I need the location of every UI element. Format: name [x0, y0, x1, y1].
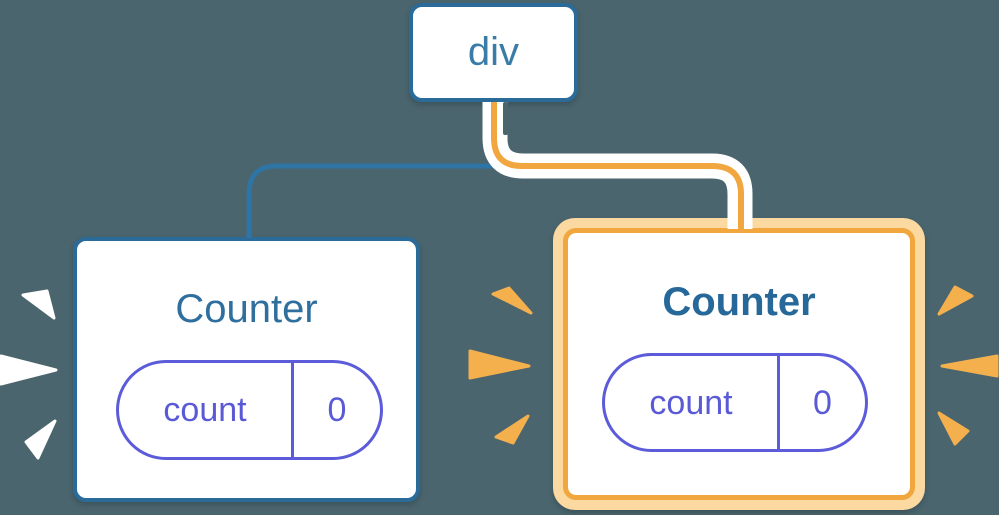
edge-highlight-halo [482, 102, 753, 229]
burst-ray-icon [24, 419, 57, 460]
state-key-label: count [649, 383, 733, 422]
counter-right-title: Counter [662, 280, 816, 324]
state-key-cell: count [605, 356, 780, 449]
counter-left-title: Counter [175, 287, 318, 331]
state-value-label: 0 [327, 391, 347, 429]
burst-ray-icon [0, 354, 58, 386]
counter-left-state-pill: count 0 [116, 360, 383, 460]
tree-node-counter-left: Counter count 0 [73, 237, 420, 502]
div-node-label: div [467, 30, 520, 74]
state-key-cell: count [119, 363, 294, 457]
edge-div-to-right-counter [491, 102, 744, 231]
edge-halo-split-notch [503, 102, 508, 135]
burst-ray-icon [21, 289, 56, 320]
state-value-cell: 0 [294, 363, 380, 457]
tree-node-div: div [409, 3, 578, 102]
state-key-label: count [163, 391, 247, 429]
burst-ray-icon [491, 286, 533, 315]
burst-ray-icon [494, 414, 530, 445]
burst-group-middle-orange [468, 286, 533, 445]
burst-group-right-orange [937, 285, 999, 446]
state-value-cell: 0 [780, 356, 865, 449]
tree-node-counter-right: Counter count 0 [553, 218, 925, 510]
counter-right-state-pill: count 0 [602, 353, 868, 452]
burst-group-left-white [0, 289, 58, 460]
burst-ray-icon [937, 285, 974, 316]
burst-ray-icon [468, 349, 531, 380]
state-value-label: 0 [813, 383, 832, 422]
burst-ray-icon [937, 411, 970, 446]
edge-div-to-left-counter [246, 163, 506, 238]
burst-ray-icon [940, 354, 999, 378]
